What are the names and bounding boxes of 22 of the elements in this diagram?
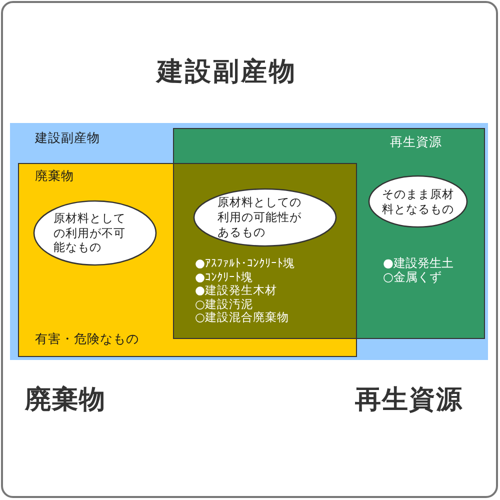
ellipse-label: 原材料としての利用が不可能なもの bbox=[53, 210, 126, 256]
list-item: ●ｱｽﾌｧﾙﾄ･ｺﾝｸﾘｰﾄ塊 bbox=[195, 257, 296, 270]
ellipse-label: そのまま原材料となるもの bbox=[382, 186, 454, 216]
outer-panel bbox=[10, 123, 488, 360]
list-item: ●建設発生土 bbox=[383, 257, 454, 271]
list-item: ●建設発生木材 bbox=[195, 284, 278, 298]
diagram-title: 建設副産物 bbox=[157, 58, 297, 88]
list-item: ○建設混合廃棄物 bbox=[195, 311, 290, 324]
left-panel bbox=[18, 163, 357, 357]
list-item: ○建設汚泥 bbox=[195, 298, 254, 311]
panel-label: 建設副産物 bbox=[35, 131, 100, 146]
panel-note: 有害・危険なもの bbox=[35, 332, 139, 346]
panel-label: 再生資源 bbox=[390, 135, 442, 150]
ellipse-label: 原材料としての利用の可能性があるもの bbox=[218, 195, 302, 240]
category-ellipse bbox=[33, 200, 157, 266]
panel-label: 廃棄物 bbox=[35, 169, 74, 184]
list-item: ○金属くず bbox=[383, 271, 442, 285]
category-heading: 廃棄物 bbox=[25, 386, 106, 416]
category-heading: 再生資源 bbox=[355, 386, 463, 416]
category-ellipse bbox=[193, 188, 337, 247]
category-ellipse bbox=[368, 175, 468, 228]
list-item: ●ｺﾝｸﾘｰﾄ塊 bbox=[195, 270, 254, 284]
